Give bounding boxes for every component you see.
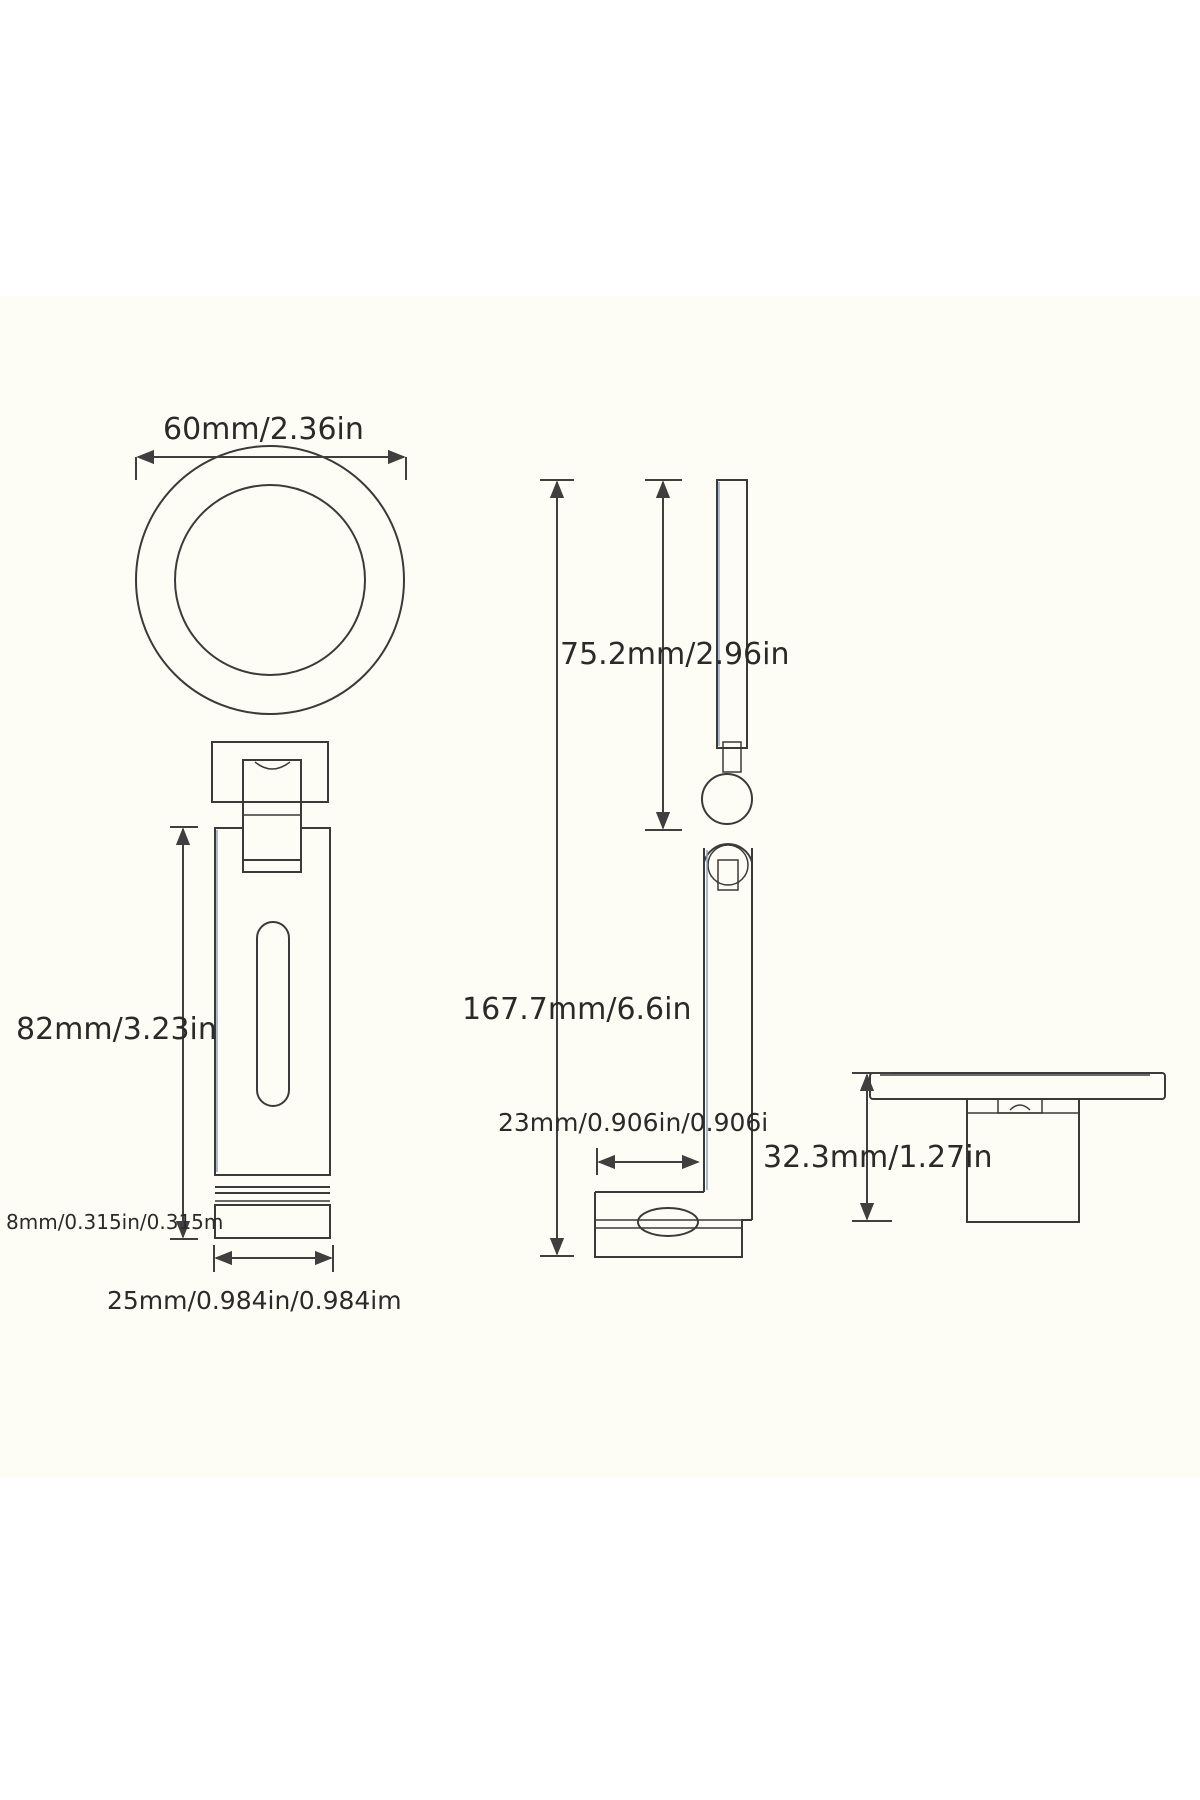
top-view-height-label: 32.3mm/1.27in [763, 1140, 993, 1175]
top-view-plate [869, 1072, 1166, 1100]
head-inner-disc [174, 484, 366, 676]
head-width-label: 60mm/2.36in [163, 412, 364, 447]
side-foot-button [637, 1207, 699, 1237]
base-width-label: 25mm/0.984in/0.984im [107, 1286, 402, 1315]
head-outer-ring [135, 445, 405, 715]
neck-swivel [242, 759, 302, 861]
total-height-label: 167.7mm/6.6in [462, 992, 692, 1027]
diagram-panel [0, 296, 1200, 1478]
handle-length-label: 82mm/3.23in [16, 1012, 217, 1047]
handle-base [214, 1204, 331, 1239]
handle-slot [256, 921, 290, 1107]
neck-block [211, 741, 329, 803]
foot-depth-label: 23mm/0.906in/0.906i [498, 1108, 769, 1137]
upper-segment-label: 75.2mm/2.96in [560, 637, 790, 672]
side-view [540, 479, 753, 1258]
neck-gap-label: 8mm/0.315in/0.315m [6, 1210, 224, 1234]
handle-body [214, 827, 331, 1176]
side-foot [594, 1191, 752, 1258]
side-upper-knuckle [701, 773, 753, 825]
side-upper-arm [716, 479, 748, 749]
side-lower-knuckle [707, 844, 749, 886]
top-view [852, 1072, 1166, 1223]
front-view [135, 445, 407, 1272]
